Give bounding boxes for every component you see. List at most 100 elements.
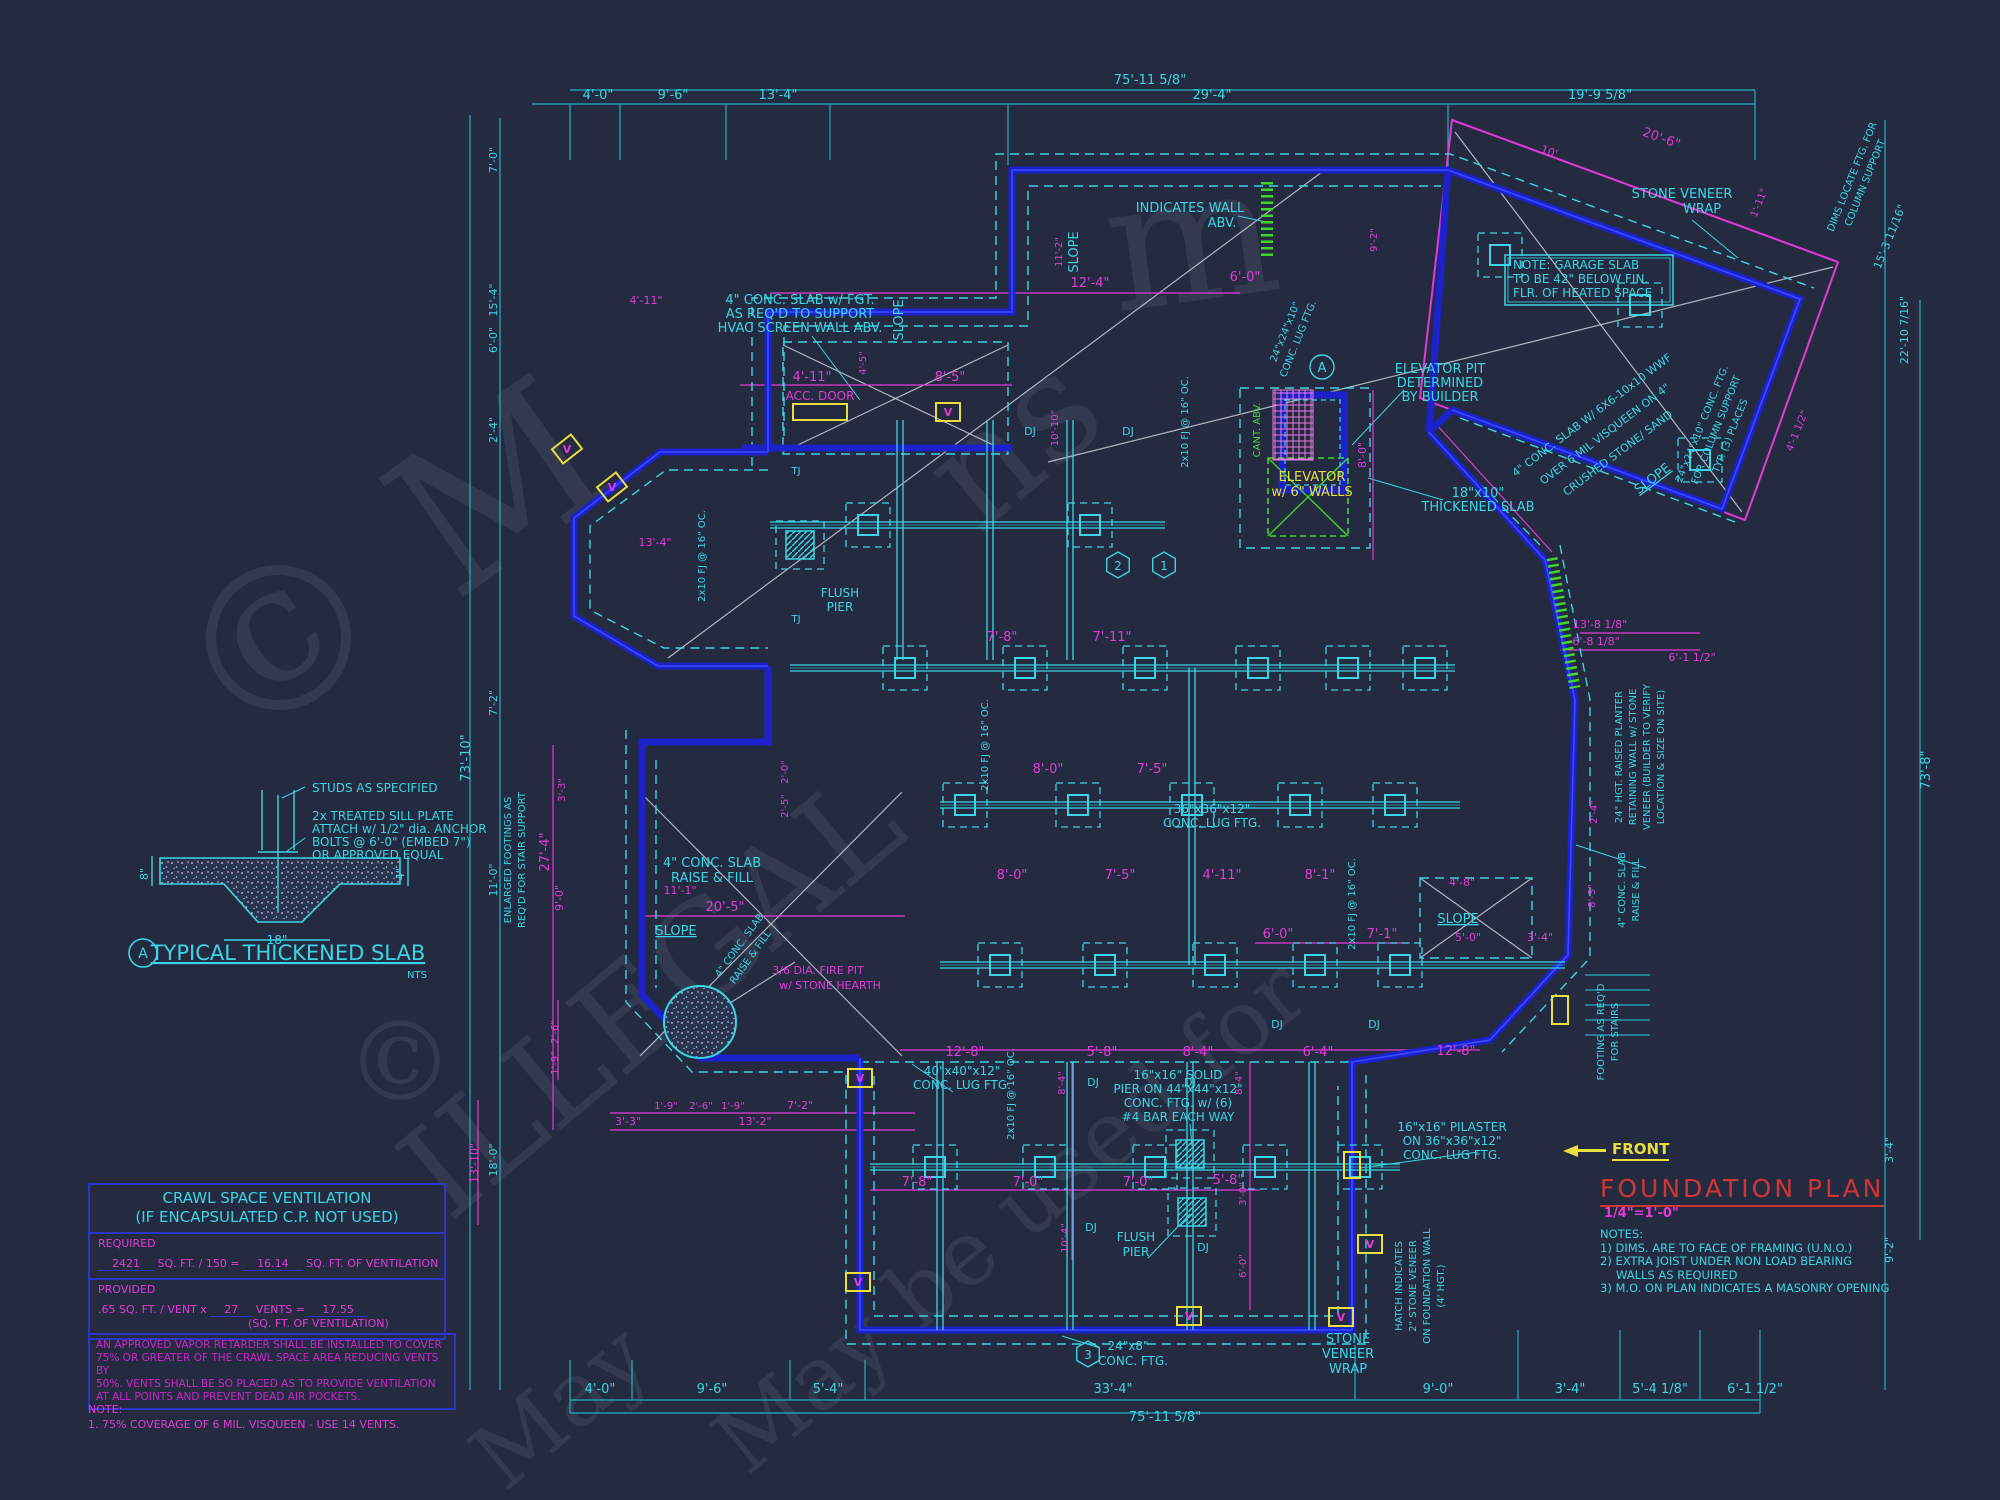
- crawl-table-title: CRAWL SPACE VENTILATION (IF ENCAPSULATED…: [90, 1185, 444, 1234]
- plan-label: 3'-4": [1527, 931, 1553, 944]
- plan-label: 6'-4": [1303, 1045, 1334, 1060]
- plan-label: 8'-3": [1587, 884, 1598, 908]
- plan-rect: [792, 403, 848, 421]
- plan-line: [1351, 389, 1405, 446]
- crawl-title-line1: CRAWL SPACE VENTILATION: [162, 1189, 372, 1207]
- plan-label: BY BUILDER: [1401, 390, 1478, 405]
- plan-label: 2x10 FJ @ 16" OC.: [1006, 1048, 1017, 1140]
- plan-label: CONC. FTG.: [1098, 1354, 1168, 1368]
- plan-note-item: 2) EXTRA JOIST UNDER NON LOAD BEARING: [1600, 1254, 1853, 1268]
- plan-line: [1267, 457, 1349, 537]
- plan-label: 6'-1 1/2": [1727, 1382, 1783, 1397]
- plan-label: (4' HGT.): [1436, 1264, 1447, 1307]
- plan-line: [911, 1063, 954, 1093]
- vent-symbol: V: [608, 481, 617, 494]
- plan-wall: [589, 469, 768, 649]
- plan-rect: [1034, 1156, 1056, 1178]
- plan-rect: [1328, 1307, 1354, 1327]
- plan-label: 6'-0": [1263, 927, 1294, 942]
- plan-label: 2: [1114, 559, 1122, 573]
- plan-label: 18": [267, 933, 288, 947]
- plan-rect: [1402, 645, 1448, 691]
- plan-label: w/ 6" WALLS: [1271, 485, 1352, 500]
- plan-label: NOTE: GARAGE SLAB: [1513, 258, 1639, 272]
- plan-line: [782, 344, 1009, 453]
- vapor-retarder-note: AN APPROVED VAPOR RETARDER SHALL BE INST…: [88, 1333, 456, 1410]
- plan-label: 13'-10": [468, 1143, 481, 1183]
- plan-label: 1'-9": [654, 1101, 678, 1112]
- plan-rect: [1067, 794, 1089, 816]
- plan-label: A: [1318, 361, 1327, 376]
- plan-label: VENEER: [1322, 1347, 1374, 1362]
- watermark-text: m: [1092, 124, 1290, 355]
- plan-wall: [573, 451, 768, 667]
- plan-rect: [1082, 942, 1128, 988]
- plan-line: [811, 335, 861, 401]
- plan-label: ENLARGED FOOTINGS AS: [503, 797, 514, 924]
- plan-label: CANT. ABV.: [1252, 403, 1263, 458]
- plan-label: 4'-1 1/2": [1785, 409, 1811, 453]
- plan-rect: [1277, 782, 1323, 828]
- watermark-text: ns: [890, 318, 1135, 563]
- plan-rect: [1292, 942, 1338, 988]
- vapor-line: 50%. VENTS SHALL BE SO PLACED AS TO PROV…: [96, 1378, 436, 1390]
- plan-rect: [1175, 1139, 1205, 1169]
- plan-label: 75'-11 5/8": [1129, 1410, 1201, 1425]
- hex-marker: [1076, 1340, 1100, 1368]
- plan-line: [1575, 844, 1647, 869]
- plan-label: SLOPE: [655, 924, 696, 939]
- plan-rect: [1304, 954, 1326, 976]
- plan-label: 40"x40"x12": [924, 1064, 1001, 1078]
- detail-marker: [1309, 354, 1335, 380]
- plan-rect: [977, 942, 1023, 988]
- watermark-text: May: [451, 1303, 669, 1500]
- plan-rect: [894, 657, 916, 679]
- plan-wall: [638, 666, 860, 1062]
- plan-label: DJ: [1197, 1241, 1209, 1254]
- plan-label: 9'-0": [1423, 1382, 1454, 1397]
- plan-wall: [783, 185, 1441, 436]
- plan-label: 6'-0": [487, 327, 500, 353]
- plan-label: CONC. FTG. w/ (6): [1124, 1096, 1232, 1110]
- plan-label: 9'-2": [1883, 1237, 1896, 1263]
- crawl-required-formula: SQ. FT. / 150 =: [157, 1257, 240, 1270]
- plan-label: 4'-0": [585, 1382, 616, 1397]
- front-arrow-icon: [1563, 1144, 1578, 1157]
- plan-rect: [1689, 449, 1711, 471]
- plan-label: AS REQ'D TO SUPPORT: [726, 307, 875, 322]
- plan-note-item: WALLS AS REQUIRED: [1616, 1267, 1738, 1282]
- vapor-line: AN APPROVED VAPOR RETARDER SHALL BE INST…: [96, 1339, 442, 1351]
- plan-rect: [1192, 942, 1238, 988]
- plan-line: [1419, 877, 1533, 959]
- plan-label: 8'-4": [1057, 1071, 1068, 1095]
- plan-rect: [1014, 657, 1036, 679]
- plan-label: 2x10 FJ @ 16" OC.: [1180, 376, 1191, 468]
- plan-label: 13'-4": [638, 536, 671, 549]
- plan-label: 3'-4": [1883, 1137, 1896, 1163]
- plan-rect: [1377, 942, 1423, 988]
- plan-label: 73'-10": [459, 734, 474, 781]
- plan-label: 1'-9": [550, 1051, 561, 1075]
- plan-rect: [845, 502, 891, 548]
- plan-rect: [924, 1156, 946, 1178]
- plan-label: 4'-5": [858, 351, 869, 375]
- plan-label: WRAP: [1329, 1362, 1367, 1377]
- plan-wall: [751, 153, 1815, 466]
- plan-label: 7'-0": [1123, 1175, 1154, 1190]
- plan-label: 8'-0": [1356, 442, 1369, 468]
- plan-label: 13'-8 1/8": [1573, 618, 1627, 631]
- plan-label: 18"x10": [1452, 486, 1505, 501]
- plan-label: STONE: [1326, 1332, 1370, 1347]
- plan-label: 5'-0": [1455, 931, 1481, 944]
- plan-label: CONC. LUG FTG.: [1403, 1148, 1501, 1162]
- watermark-text: ILLEGAL: [371, 744, 931, 1248]
- plan-line: [1359, 1151, 1479, 1169]
- plan-label: 5'-8": [1087, 1045, 1118, 1060]
- plan-rect: [1022, 1144, 1068, 1190]
- plan-rect: [1242, 1144, 1288, 1190]
- vent-symbol: V: [563, 443, 572, 456]
- plan-label: w/ STONE HEARTH: [779, 979, 881, 992]
- plan-label: 2" STONE VENEER: [1408, 1240, 1419, 1332]
